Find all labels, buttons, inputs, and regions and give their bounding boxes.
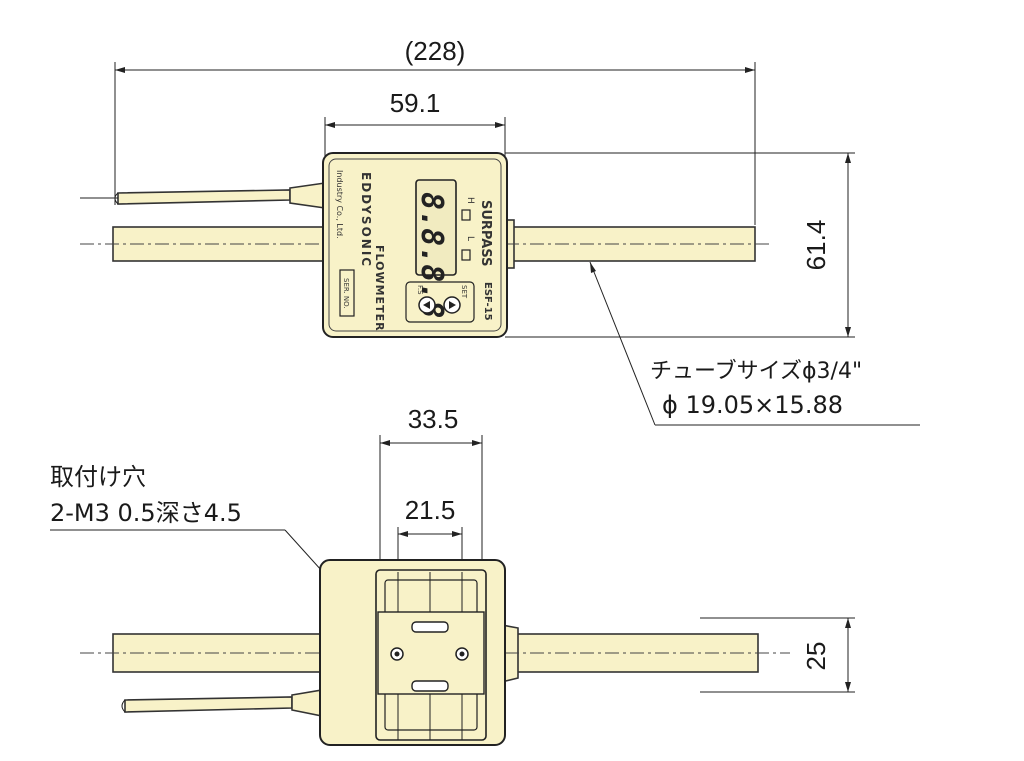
overall-length-label: (228): [405, 36, 466, 66]
dim-outer-width: 33.5: [379, 404, 483, 575]
dim-overall-length: (228): [114, 36, 756, 225]
tube-size-line1: チューブサイズϕ3/4": [650, 359, 862, 384]
outer-width-label: 33.5: [408, 404, 459, 434]
body-height-label: 61.4: [801, 220, 831, 271]
up-button[interactable]: [443, 296, 461, 314]
top-view: (228) 59.1 61.4: [80, 36, 920, 426]
slot-top: [411, 621, 449, 633]
height-label: 25: [801, 642, 831, 671]
display-window: [415, 179, 457, 276]
model-label: ESF-15: [482, 282, 493, 321]
dim-height: 25: [700, 617, 855, 693]
slot-bottom: [411, 680, 449, 692]
triangle-right-icon: [449, 301, 456, 309]
main-tube: [80, 219, 770, 269]
tube-callout: チューブサイズϕ3/4" ϕ 19.05×15.88: [589, 261, 920, 426]
mount-line2: 2-M3 0.5深さ4.5: [50, 499, 242, 527]
dim-hole-pitch: 21.5: [397, 495, 463, 650]
tube-size-line2: ϕ 19.05×15.88: [662, 391, 843, 419]
dim-body-width: 59.1: [324, 88, 506, 160]
label-l: L: [465, 236, 475, 241]
brand-label: SURPASS: [478, 200, 493, 266]
bottom-cable: [121, 689, 323, 717]
mount-line1: 取付け穴: [50, 463, 146, 491]
sensor-cable: [80, 182, 326, 209]
body-width-label: 59.1: [390, 88, 441, 118]
company-note: Industry Co., Ltd.: [335, 170, 344, 239]
mount-note: 取付け穴 2-M3 0.5深さ4.5: [50, 463, 397, 654]
button-panel: [405, 281, 475, 323]
label-h: H: [465, 197, 475, 204]
indicator-h: [461, 209, 471, 221]
triangle-left-icon: [423, 301, 430, 309]
bottom-body: [319, 559, 506, 746]
label-set: SET: [460, 285, 468, 299]
mount-hole-left: [390, 647, 404, 661]
bottom-view: 33.5 21.5 25 取付け穴 2-M3 0.5深さ4.5: [50, 404, 855, 746]
serial-label: SER. NO.: [342, 278, 350, 309]
dim-body-height: 61.4: [505, 152, 855, 338]
hole-pitch-label: 21.5: [405, 495, 456, 525]
mount-hole-right: [455, 647, 469, 661]
serial-tag: [339, 269, 355, 317]
product-line2: FLOWMETER: [373, 245, 386, 332]
product-line1: EDDYSONIC: [359, 172, 373, 268]
flowmeter-body: SURPASS EDDYSONIC FLOWMETER Industry Co.…: [322, 152, 508, 338]
label-flow: F.S: [416, 285, 424, 295]
down-button[interactable]: [418, 296, 436, 314]
display-value: 8.8.8.8: [414, 192, 449, 318]
indicator-l: [461, 249, 471, 261]
